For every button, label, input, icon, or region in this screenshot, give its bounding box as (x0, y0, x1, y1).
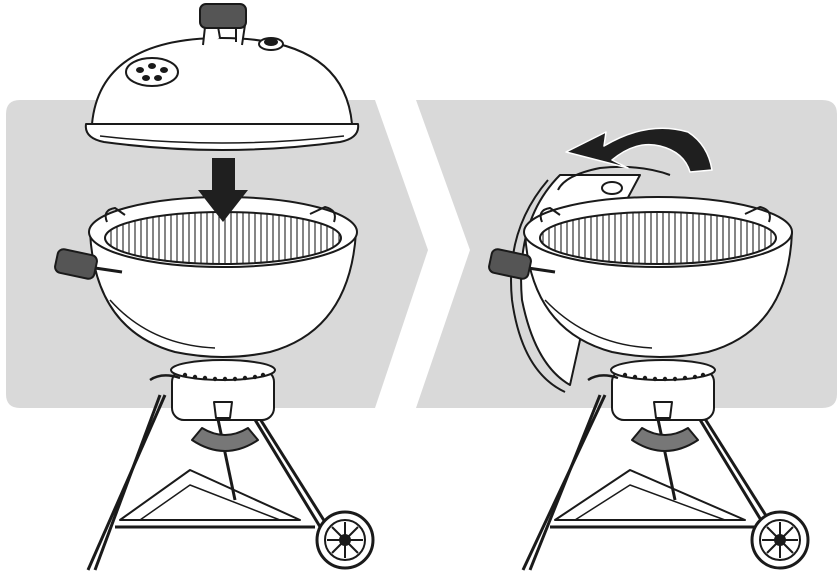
cooking-grate (540, 212, 776, 264)
grill-legs (523, 395, 775, 570)
grill-lid (86, 4, 358, 150)
grill-legs (88, 395, 330, 570)
ash-catcher (192, 428, 258, 451)
grill-step-1 (54, 4, 373, 570)
grill-wheel (317, 512, 373, 568)
grill-wheel (752, 512, 808, 568)
ash-catcher (632, 428, 698, 451)
